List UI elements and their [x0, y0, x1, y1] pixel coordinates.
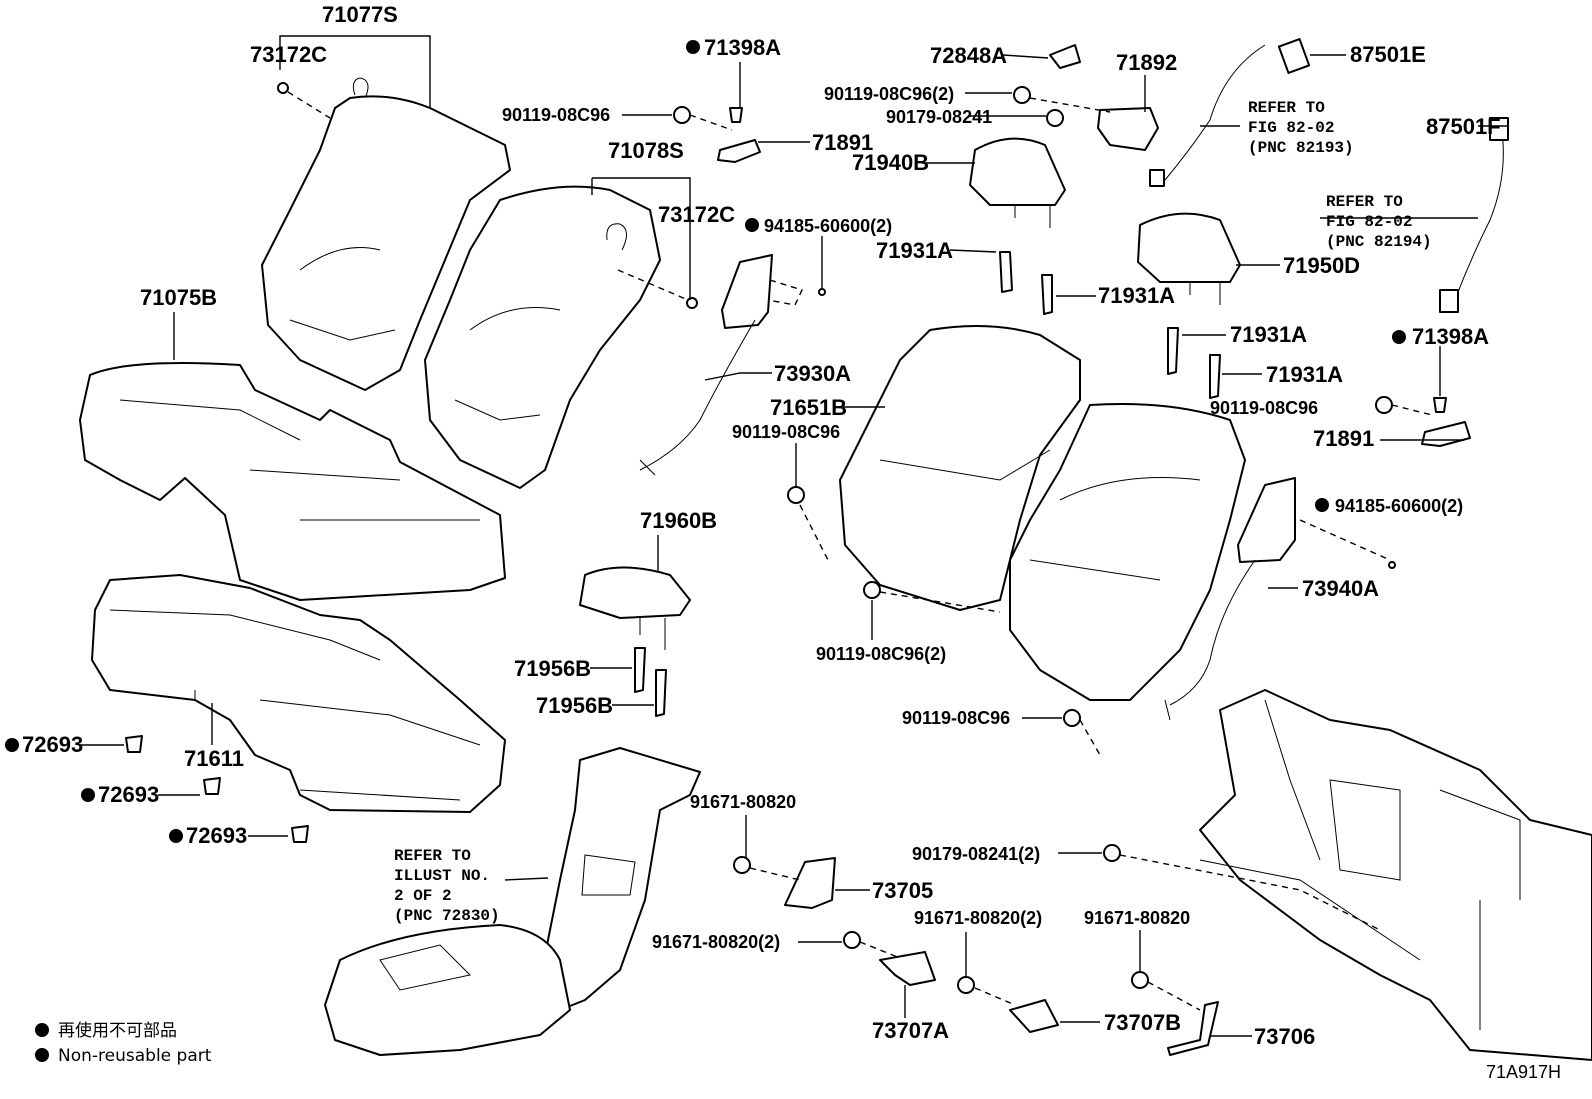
label-91671-80820-2-a: 91671-80820(2) — [652, 932, 780, 952]
note-line: REFER TO — [1326, 193, 1403, 211]
legend-bullet-jp — [35, 1023, 49, 1037]
note-line: REFER TO — [394, 847, 471, 865]
label-94185-right: 94185-60600(2) — [1335, 496, 1463, 516]
side-airbag-73930A — [639, 254, 773, 476]
label-71611: 71611 — [184, 746, 244, 771]
side-airbag-73940A — [1164, 477, 1296, 721]
bracket-73705 — [784, 857, 836, 909]
label-72693-2: 72693 — [98, 782, 159, 807]
part-labels: 71077S 73172C 71075B 71078S 73172C 71398… — [22, 2, 1501, 1049]
label-91671-80820-a: 91671-80820 — [690, 792, 796, 812]
bracket-73707B — [1009, 999, 1059, 1033]
reference-note-72830: REFER TO ILLUST NO. 2 OF 2 (PNC 72830) — [394, 847, 500, 925]
label-71077S: 71077S — [322, 2, 398, 27]
note-line: (PNC 82194) — [1326, 233, 1432, 251]
note-line: ILLUST NO. — [394, 867, 490, 885]
label-90119-08C96-low: 90119-08C96 — [902, 708, 1010, 728]
note-line: (PNC 82193) — [1248, 139, 1354, 157]
illustration-code: 71A917H — [1486, 1062, 1561, 1082]
label-71931A-3: 71931A — [1230, 322, 1307, 347]
non-reusable-markers — [5, 40, 1406, 843]
label-73930A: 73930A — [774, 361, 851, 386]
label-73706: 73706 — [1254, 1024, 1315, 1049]
label-71891-right: 71891 — [1313, 426, 1374, 451]
label-71956B-2: 71956B — [536, 693, 613, 718]
armrest-headrest — [579, 566, 691, 650]
legend-bullet-en — [35, 1048, 49, 1062]
bracket-71892 — [1097, 107, 1159, 151]
label-90119-08C96-mid: 90119-08C96 — [732, 422, 840, 442]
label-72848A: 72848A — [930, 43, 1007, 68]
label-90119-08C96-right: 90119-08C96 — [1210, 398, 1318, 418]
label-71931A-2: 71931A — [1098, 283, 1175, 308]
label-71940B: 71940B — [852, 150, 929, 175]
fasteners — [125, 82, 1447, 994]
label-94185-top: 94185-60600(2) — [764, 216, 892, 236]
label-71892: 71892 — [1116, 50, 1177, 75]
seatbelt-cables — [1149, 38, 1509, 313]
leader-lines — [80, 35, 1508, 1037]
label-73940A: 73940A — [1302, 576, 1379, 601]
label-90179-08241-2: 90179-08241(2) — [912, 844, 1040, 864]
note-line: 2 OF 2 — [394, 887, 452, 905]
reference-note-82193: REFER TO FIG 82-02 (PNC 82193) — [1248, 99, 1354, 157]
label-73172C-mid: 73172C — [658, 202, 735, 227]
bracket-73706 — [1167, 1001, 1219, 1056]
label-71398A-top: 71398A — [704, 35, 781, 60]
label-71960B: 71960B — [640, 508, 717, 533]
note-line: FIG 82-02 — [1326, 213, 1412, 231]
note-line: (PNC 72830) — [394, 907, 500, 925]
label-71078S: 71078S — [608, 138, 684, 163]
label-71956B-1: 71956B — [514, 656, 591, 681]
note-line: FIG 82-02 — [1248, 119, 1334, 137]
cap-72848A — [1049, 44, 1081, 69]
reference-note-82194: REFER TO FIG 82-02 (PNC 82194) — [1326, 193, 1432, 251]
label-71891-top: 71891 — [812, 130, 873, 155]
hinge-71891-top — [717, 139, 761, 163]
armrest-assembly — [324, 747, 701, 1056]
label-71398A-right: 71398A — [1412, 324, 1489, 349]
label-91671-80820-b: 91671-80820 — [1084, 908, 1190, 928]
seat-cushion-cover — [79, 361, 506, 601]
label-73707B: 73707B — [1104, 1010, 1181, 1035]
headrest-71940B — [969, 137, 1066, 228]
label-90119-08C96-2-top: 90119-08C96(2) — [824, 84, 954, 104]
install-lines — [287, 91, 1433, 1011]
label-71950D: 71950D — [1283, 253, 1360, 278]
label-91671-80820-2-b: 91671-80820(2) — [914, 908, 1042, 928]
label-71075B: 71075B — [140, 285, 217, 310]
hinge-71891-right — [1421, 421, 1471, 447]
seatback-cover-middle — [424, 185, 661, 489]
label-73707A: 73707A — [872, 1018, 949, 1043]
label-71931A-1: 71931A — [876, 238, 953, 263]
note-line: REFER TO — [1248, 99, 1325, 117]
label-90119-08C96-top: 90119-08C96 — [502, 105, 610, 125]
label-73172C-top: 73172C — [250, 42, 327, 67]
label-87501F: 87501F — [1426, 114, 1501, 139]
label-72693-3: 72693 — [186, 823, 247, 848]
seatback-pad-right — [839, 325, 1246, 701]
legend-text-jp: 再使用不可部品 — [58, 1020, 177, 1041]
legend: 再使用不可部品 Non-reusable part — [35, 1020, 212, 1066]
label-87501E: 87501E — [1350, 42, 1426, 67]
seat-cushion-pad — [91, 574, 506, 813]
bracket-73707A — [879, 951, 936, 986]
label-71931A-4: 71931A — [1266, 362, 1343, 387]
label-90119-08C96-2-mid: 90119-08C96(2) — [816, 644, 946, 664]
headrest-71950D — [1137, 212, 1241, 305]
legend-text-en: Non-reusable part — [58, 1046, 212, 1066]
label-90179-08241-top: 90179-08241 — [886, 107, 992, 127]
label-71651B: 71651B — [770, 395, 847, 420]
label-73705: 73705 — [872, 878, 933, 903]
vehicle-body-section — [1199, 689, 1592, 1061]
label-72693-1: 72693 — [22, 732, 83, 757]
